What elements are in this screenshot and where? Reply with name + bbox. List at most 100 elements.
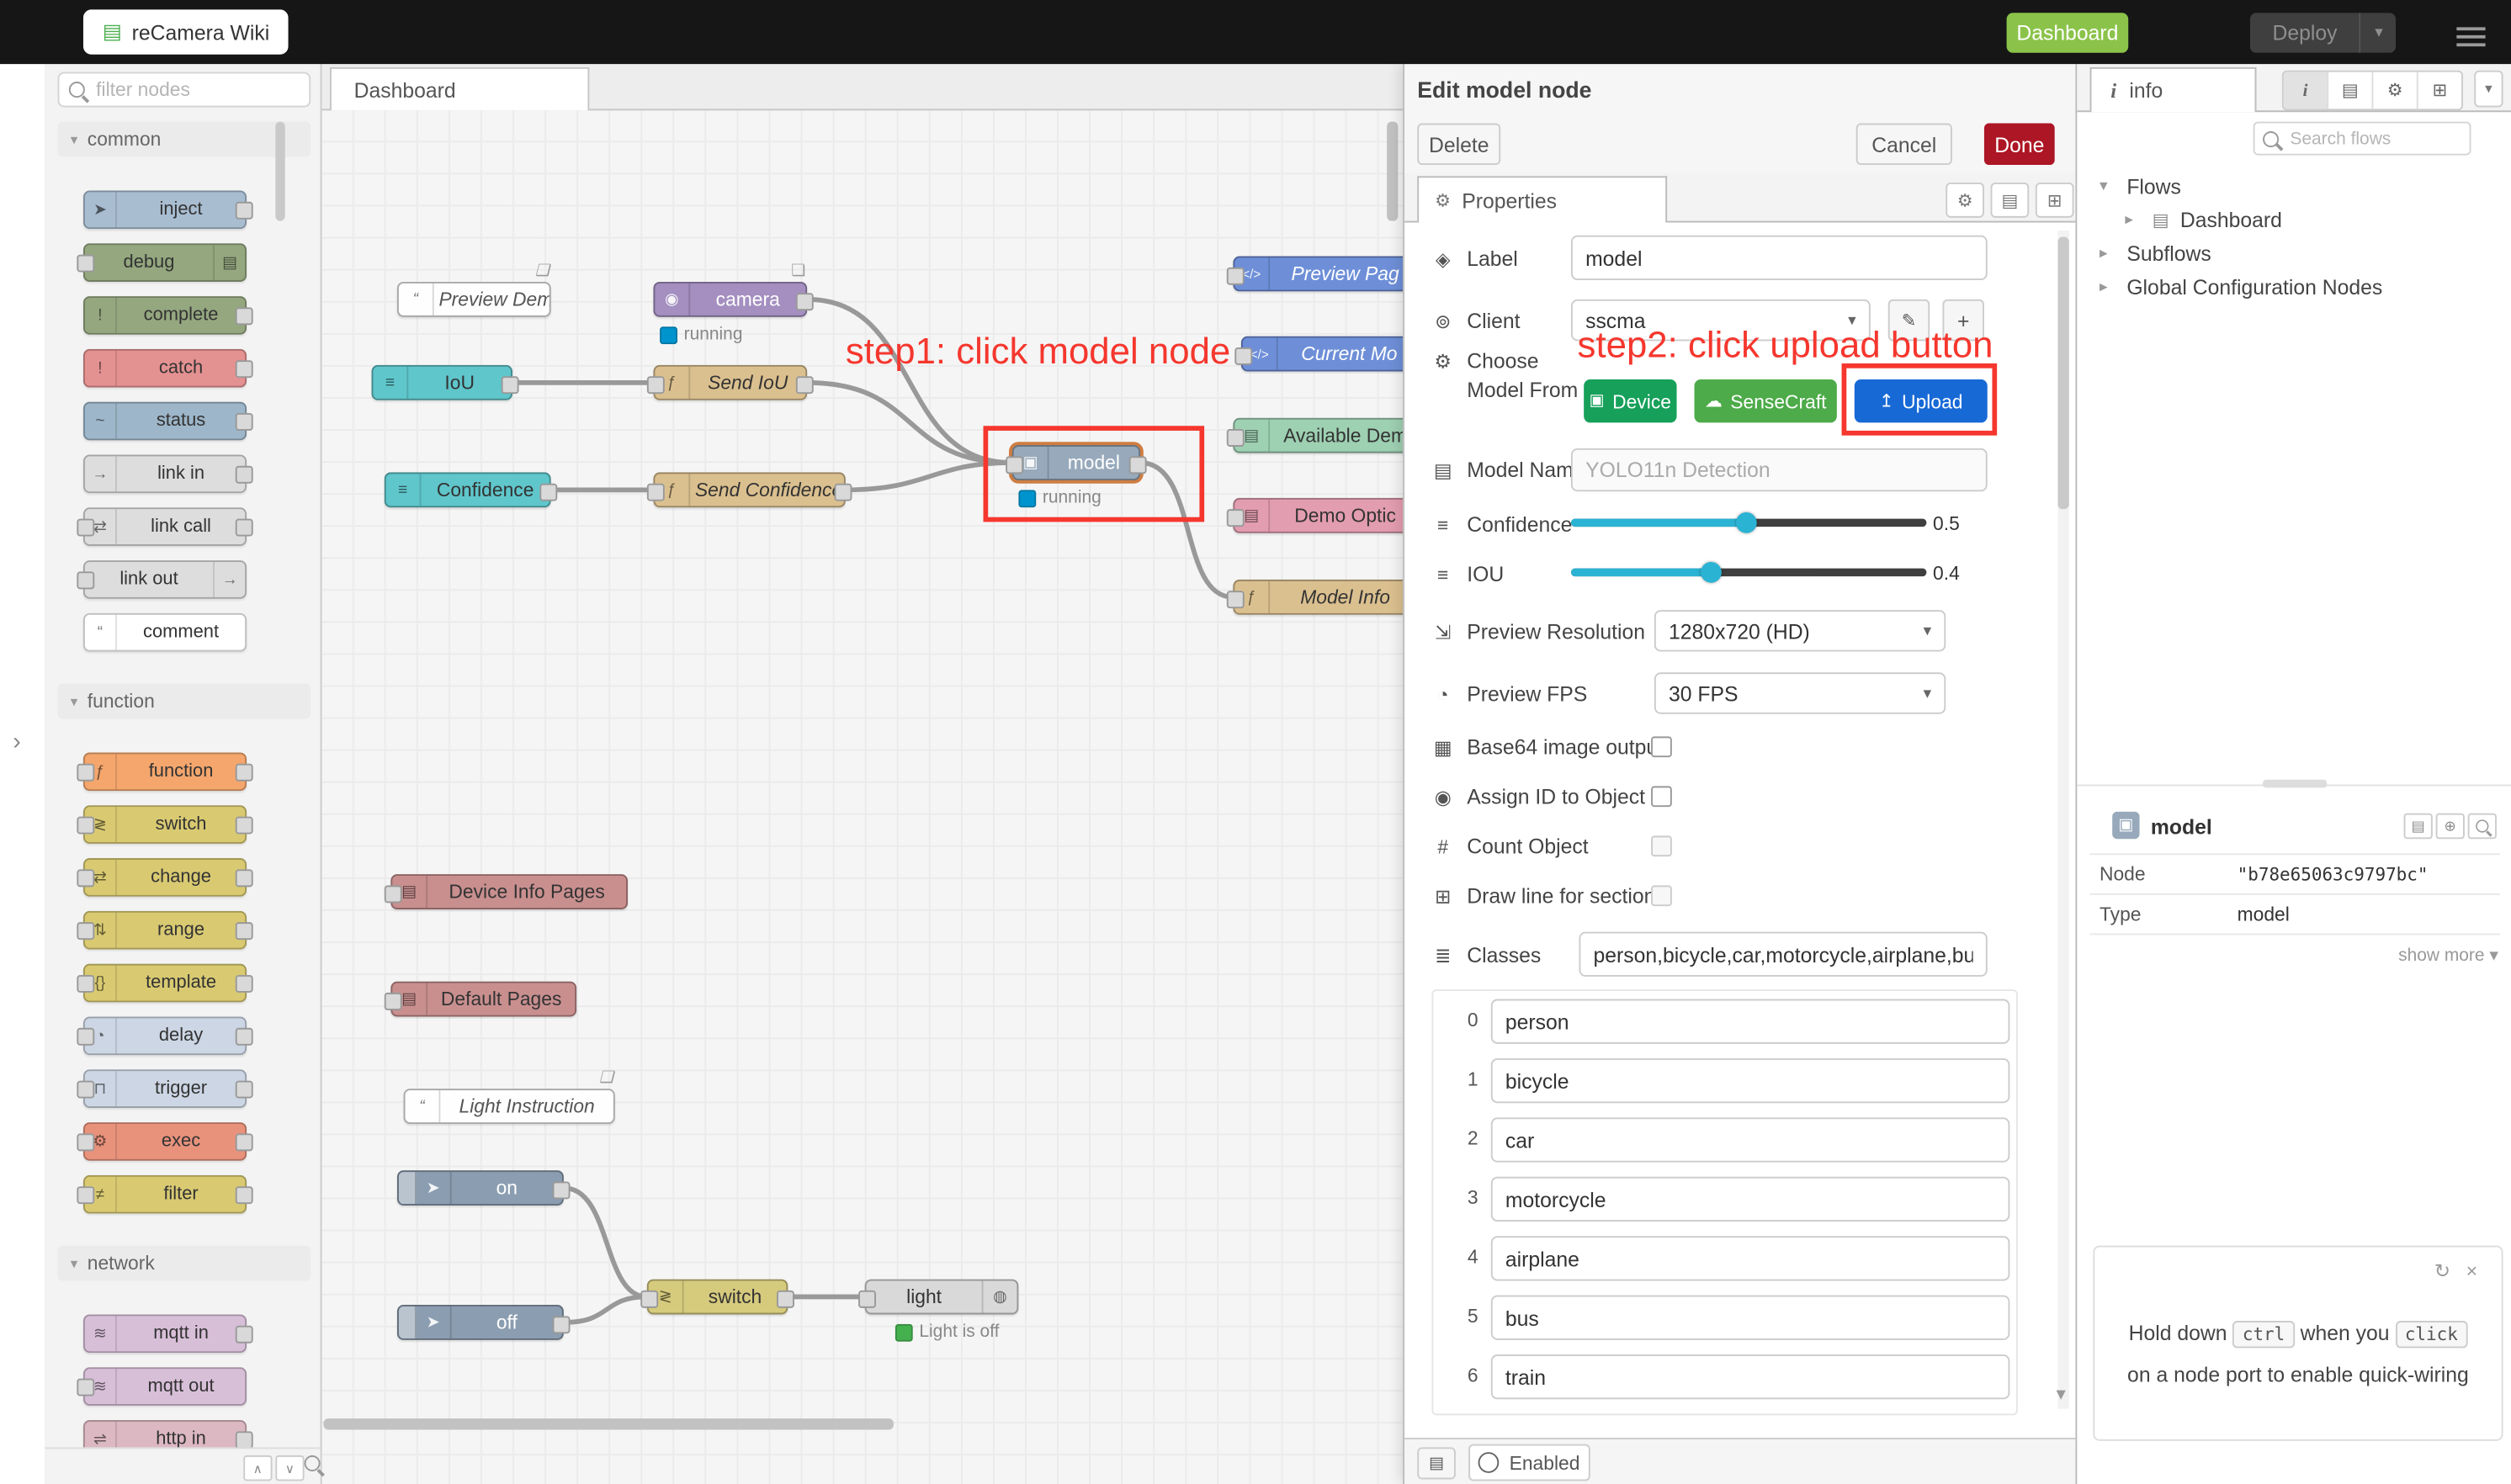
- palette-section-network[interactable]: ▾ network: [57, 1245, 311, 1281]
- palette-node-template[interactable]: {} template: [77, 963, 253, 1003]
- canvas-node-send-confidence[interactable]: ƒ Send Confidence: [646, 472, 852, 508]
- count-object-checkbox[interactable]: [1651, 835, 1672, 857]
- class-2-input[interactable]: [1490, 1117, 2010, 1163]
- deploy-button[interactable]: Deploy ▾: [2249, 13, 2397, 53]
- input-port[interactable]: [646, 376, 665, 395]
- input-port[interactable]: [77, 1378, 95, 1397]
- canvas-node-preview-demo[interactable]: “ Preview Demo ❏: [396, 262, 551, 317]
- palette-node-delay[interactable]: ◔ delay: [77, 1016, 253, 1056]
- sidebar-menu-caret-icon[interactable]: ▾: [2474, 70, 2503, 108]
- dashboard-button[interactable]: Dashboard: [2006, 13, 2129, 53]
- palette-search-input[interactable]: [93, 77, 276, 103]
- palette-node-link-call[interactable]: ⇄ link call: [77, 507, 253, 546]
- output-port[interactable]: [235, 816, 253, 835]
- scrollbar-thumb[interactable]: [1387, 121, 1399, 221]
- palette-node-inject[interactable]: ➤ inject: [82, 190, 253, 230]
- device-button[interactable]: ▣ Device: [1584, 379, 1677, 423]
- debug-messages-icon[interactable]: ⚙: [2373, 72, 2418, 109]
- input-port[interactable]: [384, 992, 402, 1010]
- add-client-button[interactable]: +: [1942, 299, 1984, 342]
- scrollbar-thumb[interactable]: [275, 121, 285, 221]
- output-port[interactable]: [795, 293, 814, 311]
- upload-button[interactable]: ↥ Upload: [1854, 379, 1988, 423]
- input-port[interactable]: [1226, 591, 1245, 609]
- output-port[interactable]: [552, 1316, 571, 1334]
- input-port[interactable]: [77, 1186, 95, 1205]
- collapse-all-icon[interactable]: ∧: [243, 1455, 273, 1481]
- show-more-link[interactable]: show more ▾: [2398, 946, 2498, 966]
- tree-item-dashboard[interactable]: ▸ ▤ Dashboard: [2125, 204, 2282, 236]
- canvas-node-switch[interactable]: ≷ switch: [640, 1279, 794, 1315]
- model-name-input[interactable]: [1570, 448, 1988, 492]
- palette-node-switch[interactable]: ≷ switch: [77, 805, 253, 844]
- config-nodes-icon[interactable]: ⊞: [2432, 82, 2448, 101]
- output-port[interactable]: [777, 1290, 794, 1308]
- canvas-node-model-info[interactable]: ƒ Model Info: [1226, 579, 1404, 615]
- output-port[interactable]: [795, 376, 814, 395]
- palette-node-exec[interactable]: ⚙ exec: [77, 1122, 253, 1161]
- tab-dashboard[interactable]: Dashboard: [330, 66, 590, 111]
- preview-fps-select[interactable]: 30 FPS ▾: [1654, 672, 1946, 714]
- refresh-tip-icon[interactable]: ↻: [2434, 1259, 2450, 1283]
- tab-properties[interactable]: ⚙ Properties: [1417, 176, 1668, 223]
- info-panel-icon[interactable]: i: [2283, 72, 2329, 109]
- palette-scrollbar[interactable]: [275, 119, 285, 1448]
- input-port[interactable]: [77, 518, 95, 537]
- flows-search-input[interactable]: [2286, 127, 2441, 150]
- done-button[interactable]: Done: [1983, 123, 2055, 166]
- tree-item-global-config[interactable]: ▸ Global Configuration Nodes: [2100, 271, 2382, 303]
- link-icon[interactable]: ⊕: [2435, 813, 2465, 840]
- canvas-node-current-model[interactable]: </> Current Mo: [1234, 336, 1404, 372]
- sensecraft-button[interactable]: ☁ SenseCraft: [1694, 379, 1837, 423]
- palette-node-status[interactable]: ~ status: [82, 401, 253, 441]
- help-icon[interactable]: ▤: [2328, 72, 2374, 109]
- input-port[interactable]: [77, 1027, 95, 1046]
- canvas-node-light[interactable]: ◍ light Light is off: [858, 1279, 1019, 1342]
- canvas-vertical-scrollbar[interactable]: [1387, 115, 1399, 1415]
- cancel-button[interactable]: Cancel: [1855, 123, 1952, 166]
- palette-section-common[interactable]: ▾ common: [57, 121, 311, 157]
- output-port[interactable]: [834, 483, 852, 501]
- flow-canvas[interactable]: “ Preview Demo ❏ ◉ camera ❏ running ≡ Io…: [320, 109, 1404, 1484]
- input-port[interactable]: [77, 763, 95, 782]
- class-4-input[interactable]: [1490, 1236, 2010, 1281]
- splitter-grip[interactable]: [2263, 779, 2328, 788]
- confidence-slider-handle[interactable]: [1735, 511, 1757, 533]
- palette-node-function[interactable]: ƒ function: [77, 752, 253, 792]
- canvas-node-default-pages[interactable]: ▤ Default Pages: [384, 981, 577, 1017]
- output-port[interactable]: [1128, 456, 1147, 474]
- palette-node-mqtt-in[interactable]: ≋ mqtt in: [82, 1314, 253, 1354]
- inject-button[interactable]: [398, 1306, 417, 1338]
- scrollbar-thumb[interactable]: [2057, 236, 2069, 510]
- hamburger-menu-icon[interactable]: [2456, 23, 2486, 51]
- input-port[interactable]: [384, 885, 402, 904]
- output-port[interactable]: [235, 922, 253, 941]
- zoom-search-icon[interactable]: [304, 1455, 321, 1471]
- iou-slider[interactable]: [1570, 568, 1927, 577]
- output-port[interactable]: [235, 1186, 253, 1205]
- palette-search[interactable]: [57, 72, 311, 108]
- class-1-input[interactable]: [1490, 1057, 2010, 1104]
- assign-id-checkbox[interactable]: [1651, 786, 1672, 808]
- canvas-node-confidence[interactable]: ≡ Confidence: [384, 472, 558, 508]
- palette-toggle-icon[interactable]: ›: [13, 728, 21, 756]
- enabled-toggle[interactable]: Enabled: [1468, 1444, 1590, 1481]
- palette-node-link-in[interactable]: → link in: [82, 454, 253, 494]
- iou-slider-handle[interactable]: [1701, 561, 1722, 583]
- tree-item-subflows[interactable]: ▸ Subflows: [2100, 237, 2211, 269]
- palette-node-filter[interactable]: ≠ filter: [77, 1174, 253, 1214]
- palette-node-mqtt-out[interactable]: ≋ mqtt out: [77, 1367, 247, 1406]
- input-port[interactable]: [77, 571, 95, 590]
- canvas-node-model[interactable]: ▣ model running: [1006, 445, 1147, 507]
- palette-node-catch[interactable]: ! catch: [82, 348, 253, 388]
- output-port[interactable]: [235, 869, 253, 888]
- input-port[interactable]: [77, 816, 95, 835]
- preview-resolution-select[interactable]: 1280x720 (HD) ▾: [1654, 610, 1946, 652]
- canvas-node-send-iou[interactable]: ƒ Send IoU: [646, 364, 814, 400]
- tree-item-flows[interactable]: ▾ Flows: [2100, 170, 2181, 202]
- output-port[interactable]: [235, 1431, 253, 1450]
- node-settings-icon[interactable]: ⚙: [1946, 182, 1984, 218]
- canvas-node-demo-optic[interactable]: ▤ Demo Optic: [1226, 497, 1404, 533]
- palette-node-change[interactable]: ⇄ change: [77, 858, 253, 897]
- deploy-caret-icon[interactable]: ▾: [2360, 13, 2397, 53]
